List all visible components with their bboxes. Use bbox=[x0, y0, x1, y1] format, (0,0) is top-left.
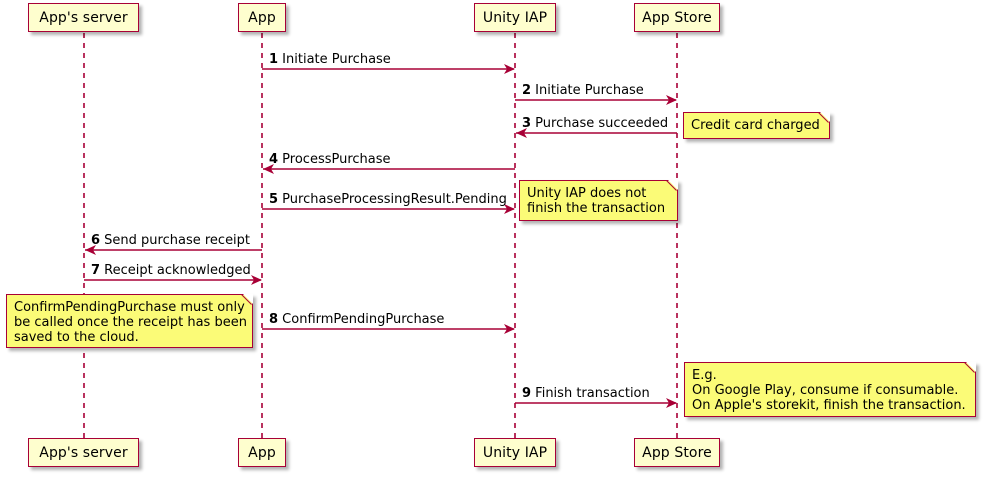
participant-header-server[interactable]: App's server bbox=[28, 3, 139, 32]
participant-header-app-store[interactable]: App Store bbox=[634, 3, 720, 32]
participant-footer-app-store-label: App Store bbox=[642, 444, 712, 461]
participant-header-unity-iap[interactable]: Unity IAP bbox=[474, 3, 556, 32]
participant-footer-unity-iap[interactable]: Unity IAP bbox=[474, 438, 556, 467]
participant-header-app-store-label: App Store bbox=[642, 9, 712, 26]
participant-header-app[interactable]: App bbox=[238, 3, 286, 32]
participant-header-unity-iap-label: Unity IAP bbox=[482, 9, 548, 26]
participant-header-app-label: App bbox=[248, 9, 276, 26]
participant-header-server-label: App's server bbox=[39, 9, 128, 26]
participant-footer-app-store[interactable]: App Store bbox=[634, 438, 720, 467]
participant-footer-unity-iap-label: Unity IAP bbox=[482, 444, 548, 461]
participant-footer-server-label: App's server bbox=[39, 444, 128, 461]
participant-footer-app-label: App bbox=[248, 444, 276, 461]
participant-footer-server[interactable]: App's server bbox=[28, 438, 139, 467]
participant-footer-app[interactable]: App bbox=[238, 438, 286, 467]
